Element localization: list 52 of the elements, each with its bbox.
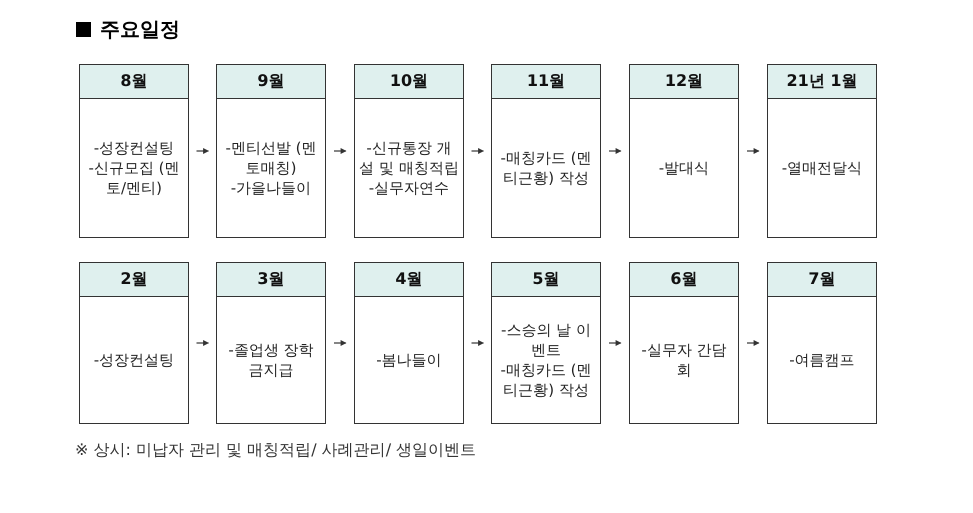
month-card bbox=[767, 64, 877, 238]
schedule-item: -가을나들이 bbox=[230, 178, 312, 198]
arrow bbox=[196, 340, 210, 346]
month-heading: 3월 bbox=[257, 269, 285, 290]
schedule-item: -여름캠프 bbox=[789, 350, 855, 370]
month-card bbox=[629, 64, 739, 238]
schedule-item: -신규모집 (멘토/멘티) bbox=[87, 158, 181, 198]
month-card bbox=[79, 262, 189, 424]
arrow bbox=[747, 148, 760, 154]
schedule-item: -졸업생 장학금지급 bbox=[227, 340, 315, 380]
month-card bbox=[629, 262, 739, 424]
note: ※ 상시: 미납자 관리 및 매칭적립/ 사례관리/ 생일이벤트 bbox=[75, 440, 476, 461]
month-heading: 10월 bbox=[390, 71, 428, 92]
schedule-item: -신규통장 개설 및 매칭적립 bbox=[359, 138, 459, 178]
month-card bbox=[354, 64, 464, 238]
month-heading: 4월 bbox=[395, 269, 423, 290]
arrow bbox=[196, 148, 210, 154]
arrow bbox=[334, 340, 347, 346]
schedule-item: -봄나들이 bbox=[376, 350, 442, 370]
arrow bbox=[334, 148, 347, 154]
month-card bbox=[491, 262, 601, 424]
month-heading: 7월 bbox=[808, 269, 836, 290]
month-heading: 11월 bbox=[526, 71, 566, 92]
month-card bbox=[79, 64, 189, 238]
month-card bbox=[354, 262, 464, 424]
month-card bbox=[216, 262, 326, 424]
arrow bbox=[472, 340, 484, 346]
month-heading: 12월 bbox=[664, 71, 704, 92]
schedule-item: -매칭카드 (멘티근황) 작성 bbox=[499, 148, 593, 188]
month-card bbox=[491, 64, 601, 238]
schedule-item: -스승의 날 이벤트 bbox=[500, 320, 592, 360]
schedule-item: -매칭카드 (멘티근황) 작성 bbox=[499, 360, 593, 400]
schedule-item: -멘티선발 (멘토매칭) bbox=[224, 138, 318, 178]
schedule-item: -열매전달식 bbox=[782, 158, 862, 178]
arrow bbox=[609, 340, 622, 346]
schedule-item: -성장컨설팅 bbox=[94, 350, 174, 370]
month-heading: 9월 bbox=[257, 71, 285, 92]
title: 주요일정 bbox=[100, 16, 180, 43]
arrow bbox=[609, 148, 622, 154]
schedule-item: -실무자 간담회 bbox=[640, 340, 728, 380]
schedule-item: -발대식 bbox=[658, 158, 710, 178]
month-heading: 2월 bbox=[120, 269, 148, 290]
arrow bbox=[747, 340, 760, 346]
schedule-item: -실무자연수 bbox=[368, 178, 450, 198]
month-card bbox=[216, 64, 326, 238]
month-heading: 6월 bbox=[670, 269, 698, 290]
month-heading: 21년 1월 bbox=[786, 71, 858, 92]
schedule-item: -성장컨설팅 bbox=[94, 138, 174, 158]
arrow bbox=[472, 148, 484, 154]
month-heading: 8월 bbox=[120, 71, 148, 92]
month-heading: 5월 bbox=[532, 269, 560, 290]
month-card bbox=[767, 262, 877, 424]
